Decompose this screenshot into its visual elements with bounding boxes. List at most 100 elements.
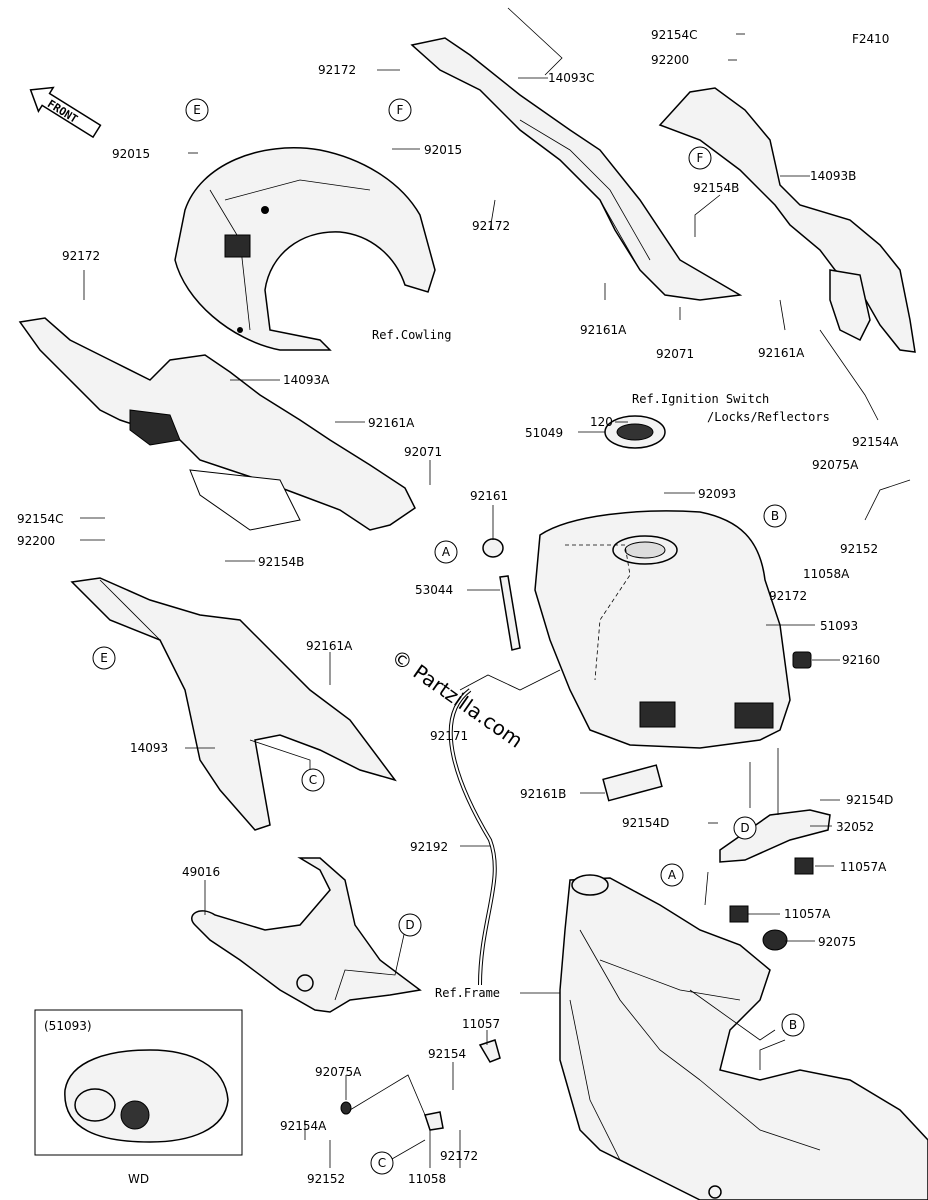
part-label: 92015: [112, 147, 150, 161]
hose-53044: [499, 575, 521, 651]
callout-a-frame: A: [660, 863, 684, 887]
svg-text:F: F: [397, 103, 404, 117]
plate-49016: [191, 857, 422, 1013]
part-label: 92154D: [846, 793, 893, 807]
part-label: 11058: [408, 1172, 446, 1186]
cover-14093: [70, 577, 397, 831]
ref-ignition-1: Ref.Ignition Switch: [632, 392, 769, 406]
svg-text:B: B: [771, 509, 779, 523]
part-label: 92154B: [258, 555, 304, 569]
part-label: 11057: [462, 1017, 500, 1031]
damper-92160: [792, 651, 812, 669]
part-label: 92200: [651, 53, 689, 67]
part-label: 14093: [130, 741, 168, 755]
part-label: 92172: [318, 63, 356, 77]
front-arrow-icon: FRONT: [29, 86, 102, 139]
svg-text:C: C: [309, 773, 317, 787]
svg-text:D: D: [740, 821, 749, 835]
part-label: 92154: [428, 1047, 466, 1061]
part-label: 92172: [62, 249, 100, 263]
part-label: 92192: [410, 840, 448, 854]
part-label: 51049: [525, 426, 563, 440]
part-label: 92172: [440, 1149, 478, 1163]
inset-label: (51093): [44, 1019, 92, 1033]
part-label: 92171: [430, 729, 468, 743]
callout-e-top: E: [185, 98, 209, 122]
part-label: 92154D: [622, 816, 669, 830]
callout-c-mid: C: [301, 768, 325, 792]
part-label: 92154A: [280, 1119, 327, 1133]
part-label: 92152: [840, 542, 878, 556]
grommet-92075: [762, 929, 788, 951]
callout-b-top: B: [763, 504, 787, 528]
part-label: 92154C: [17, 512, 64, 526]
ref-cowling: Ref.Cowling: [372, 328, 451, 342]
part-label: 92015: [424, 143, 462, 157]
cover-14093b: [658, 87, 916, 353]
part-label: 92160: [842, 653, 880, 667]
part-label: 92200: [17, 534, 55, 548]
bracket-11057: [478, 1039, 501, 1063]
svg-text:C: C: [378, 1156, 386, 1170]
part-label: 120: [590, 415, 613, 429]
pad-92161b: [602, 764, 663, 802]
bracket-32052: [719, 809, 831, 863]
callout-d-plate: D: [398, 913, 422, 937]
svg-text:F: F: [697, 151, 704, 165]
frame-shape: [559, 874, 928, 1200]
diagram-code: F2410: [852, 32, 889, 46]
inset-caption: WD: [128, 1172, 149, 1186]
ref-ignition-2: /Locks/Reflectors: [707, 410, 830, 424]
callout-f-top: F: [388, 98, 412, 122]
part-label: 92154C: [651, 28, 698, 42]
leader-lines: [80, 7, 911, 1168]
part-label: 11057A: [784, 907, 831, 921]
part-label: 92161B: [520, 787, 566, 801]
grommet-92075a-low: [340, 1101, 352, 1115]
part-label: 14093C: [548, 71, 595, 85]
grommet-92161: [482, 538, 504, 558]
damper-11057a-b: [729, 905, 749, 923]
part-label: 92161A: [306, 639, 353, 653]
part-label: 92152: [307, 1172, 345, 1186]
part-label: 92071: [656, 347, 694, 361]
part-label: 92172: [769, 589, 807, 603]
part-label: 11057A: [840, 860, 887, 874]
cowling-shape: [174, 147, 436, 351]
part-label: 92172: [472, 219, 510, 233]
part-label: 92161: [470, 489, 508, 503]
part-label: 92161A: [758, 346, 805, 360]
fuel-cap-center: [616, 423, 654, 441]
callout-b-frame: B: [781, 1013, 805, 1037]
cover-14093c: [410, 37, 743, 301]
callout-e-mid: E: [92, 646, 116, 670]
part-label: 92154B: [693, 181, 739, 195]
part-label: 11058A: [803, 567, 850, 581]
part-label: 92154A: [852, 435, 899, 449]
part-label: 14093B: [810, 169, 856, 183]
part-label: 92071: [404, 445, 442, 459]
fuel-tank-51093: [534, 510, 791, 749]
part-label: 92093: [698, 487, 736, 501]
ref-frame: Ref.Frame: [435, 986, 500, 1000]
callout-a-tank: A: [434, 540, 458, 564]
part-label: 92075A: [812, 458, 859, 472]
part-label: 53044: [415, 583, 453, 597]
svg-text:E: E: [100, 651, 108, 665]
damper-11057a-a: [794, 857, 814, 875]
part-label: 92161A: [580, 323, 627, 337]
part-label: 51093: [820, 619, 858, 633]
svg-text:E: E: [193, 103, 201, 117]
part-label: 92161A: [368, 416, 415, 430]
callout-f-right: F: [688, 146, 712, 170]
callout-d-tank: D: [733, 816, 757, 840]
cover-14093a: [18, 317, 416, 531]
svg-text:A: A: [442, 545, 451, 559]
svg-text:B: B: [789, 1018, 797, 1032]
part-label: 49016: [182, 865, 220, 879]
part-label: 14093A: [283, 373, 330, 387]
part-label: 92075A: [315, 1065, 362, 1079]
bracket-11058: [424, 1111, 444, 1131]
inset-tank: [64, 1049, 229, 1143]
